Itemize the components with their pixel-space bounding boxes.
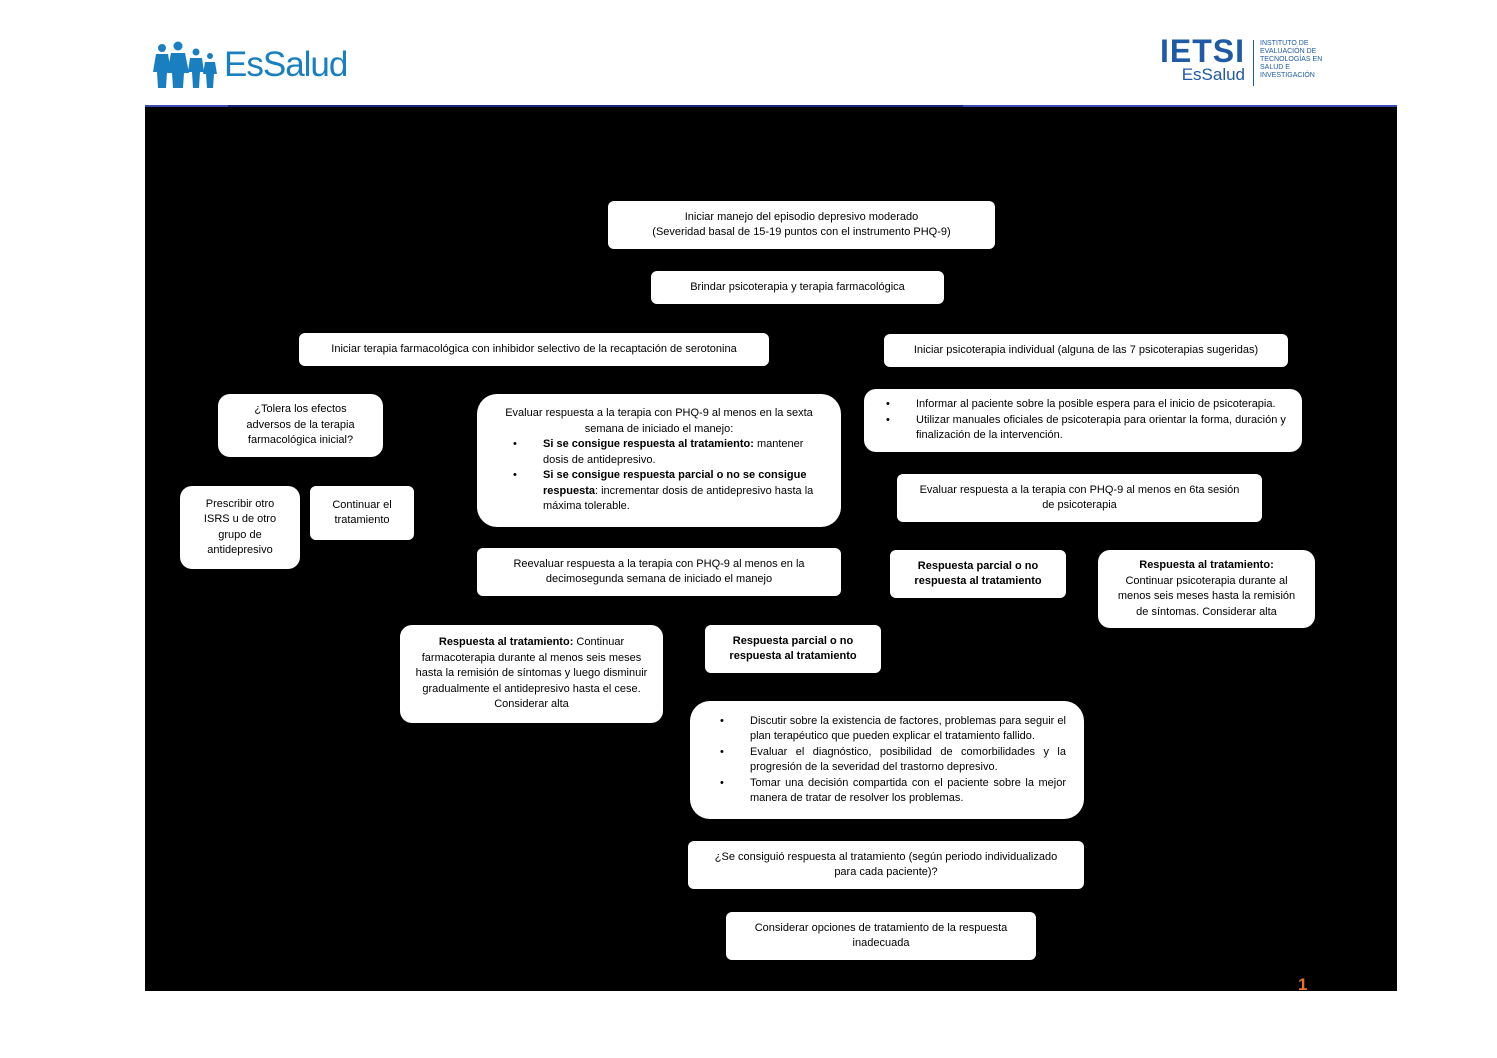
evaluate-sixth-week-item-1: Si se consigue respuesta al tratamiento:…: [501, 437, 817, 468]
evaluate-item-2-bold: Si se consigue respuesta parcial o no se…: [543, 469, 807, 497]
node-start-line1: Iniciar manejo del episodio depresivo mo…: [684, 210, 919, 223]
evaluate-item-1-bold: Si se consigue respuesta al tratamiento:: [543, 438, 754, 451]
page-number: 1: [1298, 975, 1308, 994]
node-partial-response-psy-text: Respuesta parcial o no respuesta al trat…: [914, 559, 1042, 588]
node-response-psy-text: Continuar psicoterapia durante al menos …: [1117, 574, 1296, 618]
node-tolerate-text: ¿Tolera los efectos adversos de la terap…: [246, 403, 355, 447]
node-continue-treatment: Continuar el tratamiento: [310, 486, 414, 540]
node-both-therapies-text: Brindar psicoterapia y terapia farmacoló…: [690, 280, 905, 293]
node-evaluate-sixth-week: Evaluar respuesta a la terapia con PHQ-9…: [477, 394, 841, 527]
discuss-factors-list: Discutir sobre la existencia de factores…: [708, 714, 1066, 807]
node-partial-response-pharma-text: Respuesta parcial o no respuesta al trat…: [729, 634, 857, 663]
node-response-pharma-content: Respuesta al tratamiento: Continuar farm…: [414, 635, 649, 713]
node-evaluate-psychotherapy-text: Evaluar respuesta a la terapia con PHQ-9…: [919, 483, 1240, 512]
inform-patient-item-2: Utilizar manuales oficiales de psicotera…: [874, 413, 1292, 444]
node-psychotherapy-text: Iniciar psicoterapia individual (alguna …: [913, 343, 1259, 356]
ietsi-logo: IETSI EsSalud INSTITUTO DE EVALUACIÓN DE…: [1160, 33, 1350, 92]
node-partial-response-psychotherapy: Respuesta parcial o no respuesta al trat…: [890, 550, 1066, 598]
discuss-factors-item-3: Tomar una decisión compartida con el pac…: [708, 776, 1066, 807]
node-response-pharma-text: Continuar farmacoterapia durante al meno…: [415, 636, 648, 711]
ietsi-logo-title: IETSI: [1160, 33, 1246, 69]
node-response-pharma-bold: Respuesta al tratamiento:: [438, 636, 574, 649]
node-reevaluate-text: Reevaluar respuesta a la terapia con PHQ…: [513, 557, 805, 586]
inform-patient-list: Informar al paciente sobre la posible es…: [874, 397, 1292, 444]
node-start-line2: (Severidad basal de 15-19 puntos con el …: [652, 226, 951, 238]
page-header: [145, 25, 1397, 107]
ietsi-logo-institute: INSTITUTO DE EVALUACIÓN DE TECNOLOGÍAS E…: [1260, 40, 1323, 79]
discuss-factors-item-2: Evaluar el diagnóstico, posibilidad de c…: [708, 745, 1066, 776]
node-start: Iniciar manejo del episodio depresivo mo…: [608, 201, 995, 249]
node-response-achieved-text: ¿Se consiguió respuesta al tratamiento (…: [714, 850, 1058, 879]
node-evaluate-sixth-week-intro: Evaluar respuesta a la terapia con PHQ-9…: [505, 407, 813, 435]
node-evaluate-psychotherapy: Evaluar respuesta a la terapia con PHQ-9…: [897, 474, 1262, 522]
node-tolerate-question: ¿Tolera los efectos adversos de la terap…: [218, 394, 383, 457]
node-response-achieved-question: ¿Se consiguió respuesta al tratamiento (…: [688, 841, 1084, 889]
node-consider-options: Considerar opciones de tratamiento de la…: [726, 912, 1036, 960]
node-response-psy-bold: Respuesta al tratamiento:: [1139, 559, 1274, 571]
evaluate-item-1-text: mantener dosis de antidepresivo.: [543, 438, 804, 466]
node-psychotherapy: Iniciar psicoterapia individual (alguna …: [884, 334, 1288, 367]
node-response-pharmacotherapy: Respuesta al tratamiento: Continuar farm…: [400, 625, 663, 723]
node-partial-response-pharmacotherapy: Respuesta parcial o no respuesta al trat…: [705, 625, 881, 673]
evaluate-item-2-text: : incrementar dosis de antidepresivo has…: [543, 484, 814, 513]
ietsi-logo-divider: [1253, 40, 1255, 86]
header-divider-accent: [228, 105, 963, 107]
node-prescribe-other-text: Prescribir otro ISRS u de otro grupo de …: [203, 497, 277, 557]
node-consider-options-text: Considerar opciones de tratamiento de la…: [754, 921, 1008, 950]
node-continue-text: Continuar el tratamiento: [332, 498, 392, 527]
family-icon: [153, 41, 217, 88]
discuss-factors-item-1: Discutir sobre la existencia de factores…: [708, 714, 1066, 745]
node-discuss-factors: Discutir sobre la existencia de factores…: [690, 701, 1084, 819]
node-response-psychotherapy: Respuesta al tratamiento: Continuar psic…: [1098, 550, 1315, 628]
ietsi-logo-sub: EsSalud: [1181, 65, 1246, 84]
node-inform-patient: Informar al paciente sobre la posible es…: [864, 389, 1302, 452]
inform-patient-item-1: Informar al paciente sobre la posible es…: [874, 397, 1292, 413]
node-pharmacotherapy: Iniciar terapia farmacológica con inhibi…: [299, 333, 769, 366]
node-reevaluate-twelfth-week: Reevaluar respuesta a la terapia con PHQ…: [477, 548, 841, 596]
node-prescribe-other: Prescribir otro ISRS u de otro grupo de …: [180, 486, 300, 569]
evaluate-sixth-week-item-2: Si se consigue respuesta parcial o no se…: [501, 468, 817, 515]
essalud-logo: EsSalud: [152, 38, 362, 92]
evaluate-sixth-week-list: Si se consigue respuesta al tratamiento:…: [501, 437, 817, 515]
essalud-logo-text: EsSalud: [224, 45, 348, 84]
node-both-therapies: Brindar psicoterapia y terapia farmacoló…: [651, 271, 944, 304]
node-pharmacotherapy-text: Iniciar terapia farmacológica con inhibi…: [331, 342, 737, 355]
